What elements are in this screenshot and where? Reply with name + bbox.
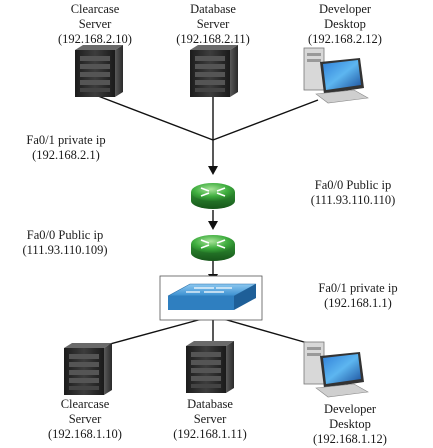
device-name: Server xyxy=(78,17,112,31)
top-desktop-label: Developer Desktop (192.168.2.12) xyxy=(290,2,400,47)
device-name: Desktop xyxy=(324,17,366,31)
server-tower-icon xyxy=(186,341,234,393)
bottom-clearcase-label: Clearcase Server (192.168.1.10) xyxy=(30,397,140,442)
device-name: Server xyxy=(196,17,230,31)
interface-ip: (192.168.2.1) xyxy=(32,148,100,162)
interface-name: Fa0/0 Public ip xyxy=(26,228,104,242)
bottom-desktop-label: Developer Desktop (192.168.1.12) xyxy=(290,402,410,447)
interface-ip: (192.168.1.1) xyxy=(324,296,392,310)
router-b-fa00-label: Fa0/0 Public ip (111.93.110.109) xyxy=(0,228,130,258)
device-ip: (192.168.1.11) xyxy=(173,427,247,441)
router-icon xyxy=(191,183,235,209)
device-name: Server xyxy=(193,412,227,426)
link-top-desktop xyxy=(212,99,319,141)
interface-ip: (111.93.110.109) xyxy=(22,243,108,257)
device-ip: (192.168.2.10) xyxy=(58,32,132,46)
interface-name: Fa0/0 Public ip xyxy=(314,178,392,192)
device-name: Database xyxy=(187,397,233,411)
desktop-computer-icon xyxy=(303,47,369,104)
connection-lines xyxy=(87,95,319,351)
switch-icon xyxy=(159,275,263,321)
router-b-fa01-label: Fa0/1 private ip (192.168.1.1) xyxy=(298,281,418,311)
device-ip: (192.168.2.12) xyxy=(308,32,382,46)
interface-name: Fa0/1 private ip xyxy=(26,133,106,147)
device-name: Server xyxy=(68,412,102,426)
desktop-computer-icon xyxy=(303,341,369,398)
device-name: Database xyxy=(190,2,236,16)
server-tower-icon xyxy=(190,45,238,97)
device-name: Developer xyxy=(318,2,372,16)
device-ip: (192.168.1.10) xyxy=(48,427,122,441)
router-icon xyxy=(191,235,235,261)
top-clearcase-label: Clearcase Server (192.168.2.10) xyxy=(40,2,150,47)
interface-ip: (111.93.110.110) xyxy=(310,193,396,207)
arrowhead-router-b xyxy=(208,221,218,230)
device-name: Desktop xyxy=(329,417,371,431)
bottom-database-label: Database Server (192.168.1.11) xyxy=(155,397,265,442)
server-tower-icon xyxy=(64,343,112,395)
interface-name: Fa0/1 private ip xyxy=(318,281,398,295)
device-name: Clearcase xyxy=(70,2,120,16)
device-ip: (192.168.2.11) xyxy=(176,32,250,46)
link-bottom-desktop xyxy=(212,315,319,347)
arrowhead-router-a xyxy=(208,166,218,175)
server-tower-icon xyxy=(75,45,123,97)
router-a-fa01-label: Fa0/1 private ip (192.168.2.1) xyxy=(6,133,126,163)
link-top-clearcase xyxy=(97,95,214,141)
device-name: Developer xyxy=(323,402,377,416)
device-ip: (192.168.1.12) xyxy=(313,432,387,446)
top-database-label: Database Server (192.168.2.11) xyxy=(158,2,268,47)
device-name: Clearcase xyxy=(60,397,110,411)
router-a-fa00-label: Fa0/0 Public ip (111.93.110.110) xyxy=(288,178,418,208)
